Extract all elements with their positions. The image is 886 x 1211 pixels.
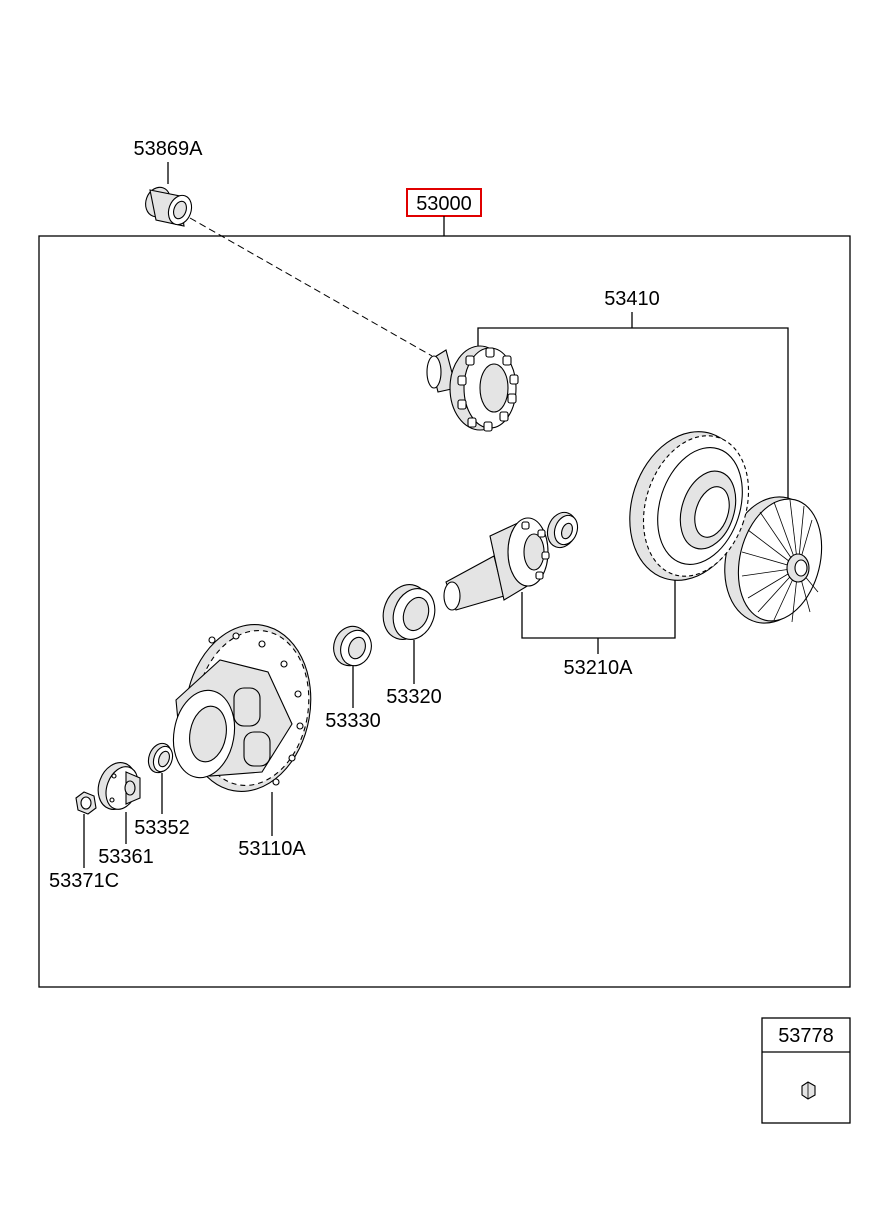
label-53352[interactable]: 53352 [134,817,190,839]
label-53210a[interactable]: 53210A [564,657,634,679]
part-53210a-ring-gear[interactable] [611,416,766,595]
part-53410-gear[interactable] [426,345,519,432]
label-53330[interactable]: 53330 [325,710,381,732]
part-53330[interactable] [328,621,376,670]
part-53361[interactable] [92,757,144,814]
part-53210a-pinion[interactable] [443,517,550,611]
label-53110a[interactable]: 53110A [238,838,306,860]
assembly-frame [38,235,851,988]
part-53778[interactable] [801,1081,816,1100]
part-53869a[interactable] [142,184,196,228]
part-53352[interactable] [145,740,176,776]
part-53410-bevel[interactable] [712,487,834,633]
dashed-guide [189,217,433,357]
part-pinion-bearing[interactable] [543,508,582,551]
bracket-53210a [521,570,676,639]
label-53778[interactable]: 53778 [778,1025,834,1047]
part-53320[interactable] [376,578,442,646]
label-53371c[interactable]: 53371C [49,870,119,892]
bracket-53410 [477,327,789,498]
label-53869a[interactable]: 53869A [134,138,204,160]
label-53361[interactable]: 53361 [98,846,154,868]
separate-part-frame [761,1017,851,1124]
label-53410[interactable]: 53410 [604,288,660,310]
part-53371c[interactable] [75,791,97,815]
part-53110a[interactable] [167,615,324,802]
assembly-label[interactable]: 53000 [416,193,472,215]
label-53320[interactable]: 53320 [386,686,442,708]
